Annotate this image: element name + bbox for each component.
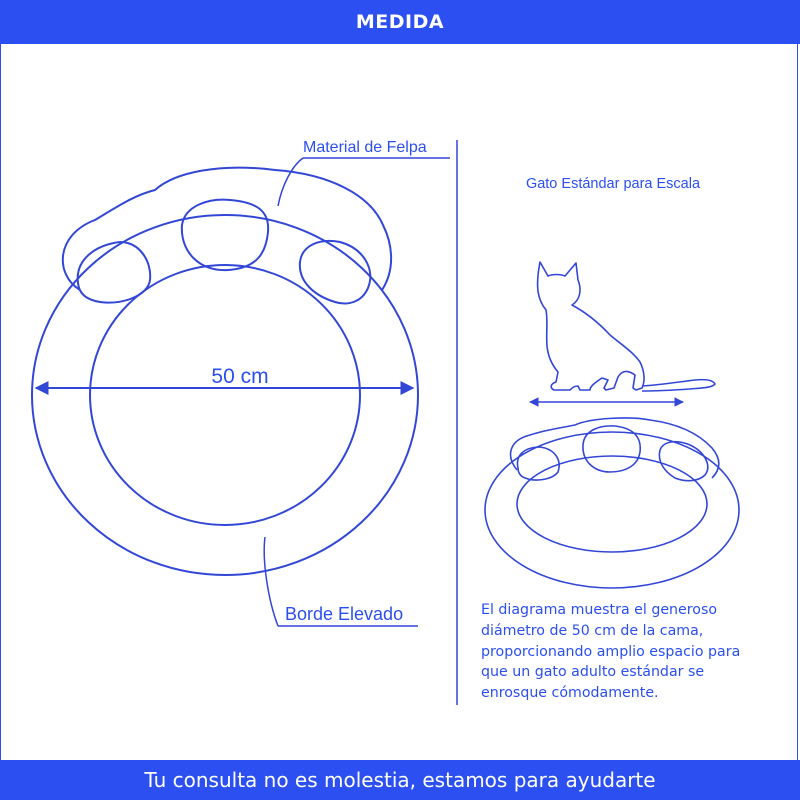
- bed-outer-rim: [31, 214, 419, 576]
- scale-panel-title: Gato Estándar para Escala: [526, 176, 701, 192]
- cat-bed-icon: [484, 417, 740, 589]
- footer-bar: Tu consulta no es molestia, estamos para…: [0, 760, 800, 800]
- bed-pillow-left: [76, 240, 152, 304]
- large-bed-icon: [31, 166, 419, 576]
- header-title: MEDIDA: [355, 11, 445, 33]
- bed-pillow-center: [180, 198, 270, 272]
- callout-leader-bottom: [263, 536, 279, 627]
- header-bar: MEDIDA: [0, 0, 800, 44]
- content-frame: [0, 44, 798, 760]
- dimension-label: 50 cm: [211, 365, 268, 388]
- footer-text: Tu consulta no es molestia, estamos para…: [144, 768, 656, 792]
- scale-panel-description: El diagrama muestra el generoso diámetro…: [481, 602, 741, 702]
- callout-top-label: Material de Felpa: [303, 139, 427, 156]
- bed-back-rim: [61, 166, 393, 291]
- bed-inner-cushion: [89, 264, 361, 526]
- callout-leader-top: [277, 157, 304, 207]
- cat-silhouette-icon: [536, 261, 716, 392]
- callout-bottom-label: Borde Elevado: [285, 604, 403, 624]
- bed-pillow-right: [298, 240, 372, 305]
